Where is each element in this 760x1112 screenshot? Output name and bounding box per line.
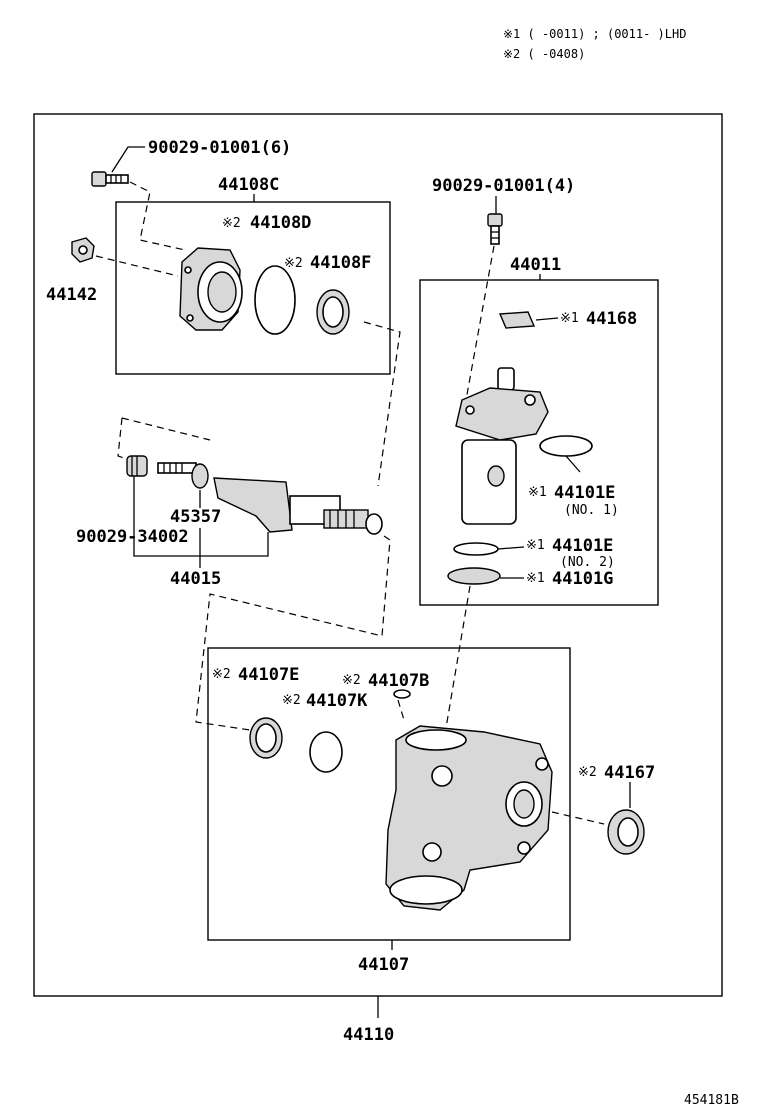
bolt-6-part	[91, 171, 129, 187]
nut-44142-part	[71, 237, 95, 263]
label-44108c: 44108C	[218, 175, 279, 195]
nut-dash	[95, 255, 179, 277]
label-90029-34002: 90029-34002	[76, 527, 189, 547]
plug-part	[126, 455, 148, 477]
note-2: ※2 ( -0408)	[503, 47, 585, 61]
mark-44107k: ※2	[282, 693, 301, 708]
bolt-6-dash	[129, 181, 186, 251]
seal-44108f-part	[316, 289, 350, 335]
mark-44107b: ※2	[342, 673, 361, 688]
valve-body-part	[455, 367, 549, 525]
housing-seal-dash	[551, 811, 605, 825]
seal-44107e-part	[249, 717, 283, 759]
assembly-frame	[33, 113, 723, 997]
shaft-housing-dash	[195, 535, 391, 731]
label-oring-2-sub: (NO. 2)	[560, 555, 615, 570]
label-oring-1-sub: (NO. 1)	[564, 503, 619, 518]
label-bolt-6: 90029-01001(6)	[148, 138, 291, 158]
mark-44107e: ※2	[212, 667, 231, 682]
label-44167: 44167	[604, 763, 655, 783]
oring-b-dash	[397, 699, 405, 721]
oring-44107b-part	[393, 689, 411, 699]
mark-ring-g: ※1	[526, 571, 545, 586]
oring-44101e-no1-part	[539, 435, 593, 457]
label-44108d: 44108D	[250, 213, 311, 233]
label-ring-g: 44101G	[552, 569, 613, 589]
oring-2-leader	[497, 546, 525, 550]
shaft-part	[213, 477, 383, 535]
label-44107: 44107	[358, 955, 409, 975]
label-oring-2: 44101E	[552, 536, 613, 556]
cover-part	[179, 247, 243, 331]
label-44107e: 44107E	[238, 665, 299, 685]
oring-44101e-no2-part	[453, 542, 499, 556]
mark-oring-1: ※1	[528, 485, 547, 500]
valve-housing-dash	[445, 585, 471, 729]
label-oring-1: 44101E	[554, 483, 615, 503]
washer-44168-part	[498, 311, 536, 329]
mark-44108f: ※2	[284, 256, 303, 271]
seal-44167-part	[607, 809, 645, 855]
label-bolt-4: 90029-01001(4)	[432, 176, 575, 196]
label-44110: 44110	[343, 1025, 394, 1045]
oring-1-leader	[565, 455, 581, 473]
shaft-top-dash	[121, 417, 211, 441]
label-44015: 44015	[170, 569, 221, 589]
frame-44107	[207, 647, 571, 941]
gear-housing-part	[385, 725, 553, 911]
ring-44108d-part	[254, 265, 296, 335]
shaft-bracket	[133, 476, 269, 557]
frame-44108c	[115, 201, 391, 375]
label-45357: 45357	[170, 507, 221, 527]
mark-44167: ※2	[578, 765, 597, 780]
label-44142: 44142	[46, 285, 97, 305]
44168-leader	[535, 317, 559, 321]
label-44108f: 44108F	[310, 253, 371, 273]
label-44011: 44011	[510, 255, 561, 275]
bolt-6-leader	[111, 146, 145, 173]
label-44107b: 44107B	[368, 671, 429, 691]
note-1: ※1 ( -0011) ; (0011- )LHD	[503, 27, 686, 41]
mark-44168: ※1	[560, 311, 579, 326]
label-44168: 44168	[586, 309, 637, 329]
bolt-4-part	[487, 213, 503, 245]
frame-44011	[419, 279, 659, 606]
cover-shaft-dash	[363, 321, 401, 487]
bolt-4-dash	[465, 245, 495, 401]
label-44107k: 44107K	[306, 691, 368, 711]
mark-44108d: ※2	[222, 216, 241, 231]
mark-oring-2: ※1	[526, 538, 545, 553]
shaft-left-dash	[117, 417, 131, 461]
ring-44101g-part	[447, 567, 501, 585]
screw-45357-part	[157, 462, 209, 489]
ring-44107k-part	[309, 731, 343, 773]
figure-code: 454181B	[684, 1093, 739, 1108]
